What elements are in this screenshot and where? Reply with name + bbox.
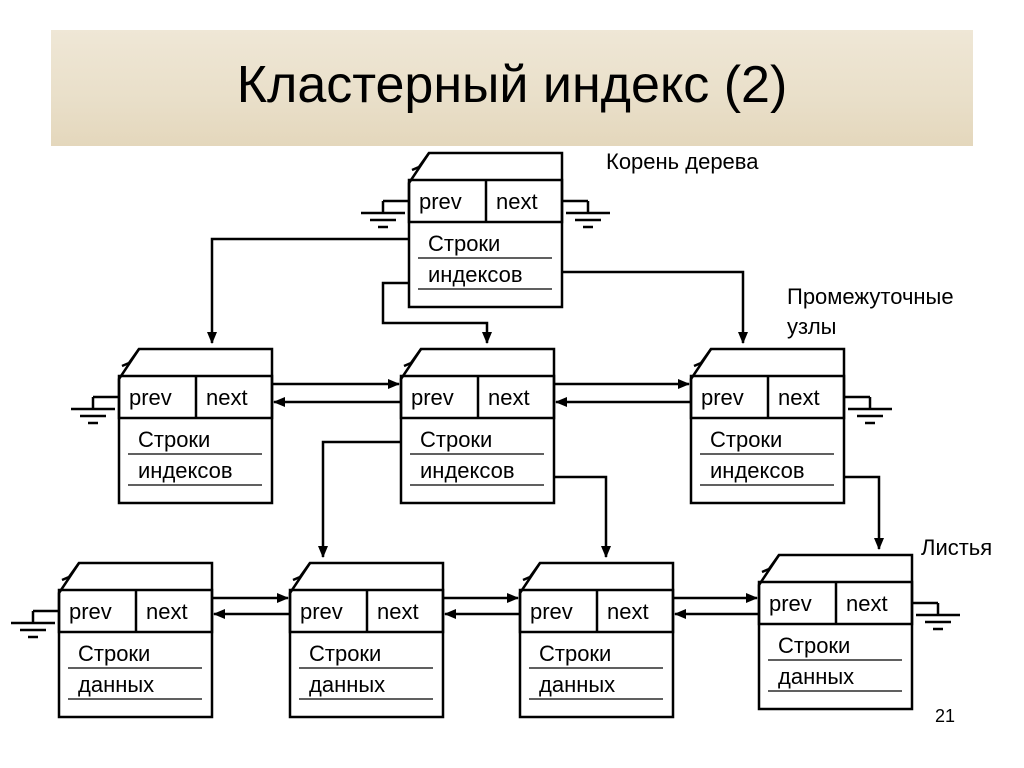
row-label-line1: Строки — [539, 641, 611, 666]
prev-pointer-label: prev — [129, 385, 172, 410]
row-label-line1: Строки — [309, 641, 381, 666]
row-label-line1: Строки — [778, 633, 850, 658]
next-pointer-label: next — [778, 385, 820, 410]
tree-link — [207, 237, 409, 344]
page-fold — [693, 348, 713, 368]
label-intermediate-2: узлы — [787, 314, 837, 339]
page-fold — [121, 348, 141, 368]
row-label-line2: данных — [539, 672, 615, 697]
prev-pointer-label: prev — [530, 599, 573, 624]
row-label-line1: Строки — [78, 641, 150, 666]
next-pointer-label: next — [488, 385, 530, 410]
row-label-line1: Строки — [420, 427, 492, 452]
next-pointer-label: next — [377, 599, 419, 624]
page-fold — [761, 554, 781, 574]
page-fold — [522, 562, 542, 582]
prev-pointer-label: prev — [69, 599, 112, 624]
next-pointer-label: next — [206, 385, 248, 410]
row-label-line2: индексов — [420, 458, 515, 483]
prev-pointer-label: prev — [419, 189, 462, 214]
row-label-line2: индексов — [710, 458, 805, 483]
page-fold — [61, 562, 81, 582]
label-root: Корень дерева — [606, 149, 759, 174]
page-number: 21 — [935, 706, 956, 726]
row-label-line2: данных — [778, 664, 854, 689]
tree-link — [554, 475, 611, 558]
page-fold — [403, 348, 423, 368]
row-label-line1: Строки — [138, 427, 210, 452]
row-label-line2: индексов — [428, 262, 523, 287]
tree-link — [318, 440, 401, 558]
tree-link — [381, 281, 492, 344]
row-label-line2: данных — [309, 672, 385, 697]
next-pointer-label: next — [496, 189, 538, 214]
tree-link — [844, 475, 884, 550]
tree-link — [562, 270, 748, 344]
label-leaves: Листья — [921, 535, 993, 560]
row-label-line1: Строки — [428, 231, 500, 256]
prev-pointer-label: prev — [411, 385, 454, 410]
prev-pointer-label: prev — [769, 591, 812, 616]
row-label-line2: данных — [78, 672, 154, 697]
row-label-line1: Строки — [710, 427, 782, 452]
next-pointer-label: next — [607, 599, 649, 624]
page-fold — [411, 152, 431, 172]
title-band — [51, 30, 973, 146]
prev-pointer-label: prev — [701, 385, 744, 410]
row-label-line2: индексов — [138, 458, 233, 483]
next-pointer-label: next — [146, 599, 188, 624]
next-pointer-label: next — [846, 591, 888, 616]
label-intermediate-1: Промежуточные — [787, 284, 954, 309]
slide-title: Кластерный индекс (2) — [236, 56, 788, 114]
page-fold — [292, 562, 312, 582]
prev-pointer-label: prev — [300, 599, 343, 624]
